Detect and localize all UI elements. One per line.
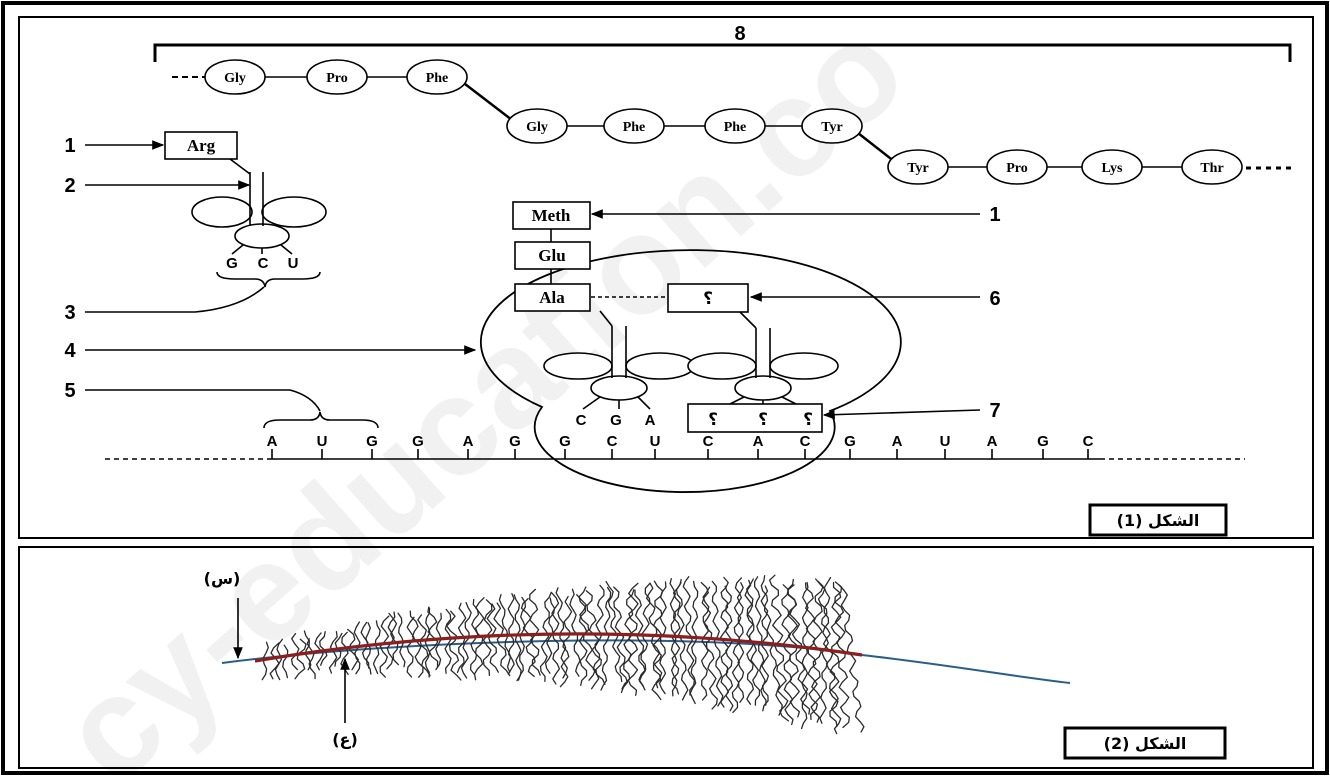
anticodon-base: G xyxy=(226,255,238,272)
mrna-base: C xyxy=(703,433,714,450)
anticodon-base: G xyxy=(610,412,622,429)
mrna-base: C xyxy=(607,433,618,450)
trna-loop xyxy=(262,197,326,227)
mrna-base: G xyxy=(844,433,856,450)
amino-acid-box-label: Glu xyxy=(538,246,565,265)
amino-acid-label: Phe xyxy=(426,71,449,86)
amino-acid-label: Pro xyxy=(1006,161,1028,176)
mrna-base: C xyxy=(1083,433,1094,450)
amino-acid-label: Lys xyxy=(1101,161,1123,176)
amino-acid-label: Gly xyxy=(224,71,246,86)
callout-number: 3 xyxy=(64,302,75,324)
callout-number: 1 xyxy=(989,204,1000,226)
unknown-anticodon-base: ؟ xyxy=(708,410,718,430)
callout-number: 4 xyxy=(64,340,76,362)
callout-number: 5 xyxy=(64,380,75,402)
trna-loop xyxy=(688,353,756,379)
trna-loop xyxy=(770,353,838,379)
amino-acid-box-label: Meth xyxy=(532,206,571,225)
amino-acid-label: Thr xyxy=(1200,161,1223,176)
trna-anticodon-loop xyxy=(735,376,791,400)
unknown-amino-acid-label: ؟ xyxy=(703,289,713,309)
mrna-base: U xyxy=(650,433,661,450)
callout-number: 1 xyxy=(64,135,75,157)
trna-anticodon-loop xyxy=(591,376,647,400)
figure2-caption: الشكل (2) xyxy=(1104,734,1187,753)
anticodon-base: U xyxy=(288,255,299,272)
mrna-base: G xyxy=(366,433,378,450)
mrna-base: G xyxy=(559,433,571,450)
amino-acid-label: Phe xyxy=(623,120,646,135)
anticodon-base: C xyxy=(576,412,587,429)
trna-anticodon-loop xyxy=(235,224,289,248)
trna-loop xyxy=(544,353,612,379)
mrna-base: U xyxy=(317,433,328,450)
anticodon-base: C xyxy=(258,255,269,272)
label-top: (س) xyxy=(204,569,241,588)
mrna-base: A xyxy=(987,433,998,450)
mrna-base: A xyxy=(753,433,764,450)
mrna-base: G xyxy=(509,433,521,450)
callout-number: 6 xyxy=(989,288,1000,310)
amino-acid-box-label: Arg xyxy=(187,136,216,155)
amino-acid-label: Phe xyxy=(724,120,747,135)
amino-acid-label: Tyr xyxy=(907,161,929,176)
trna-loop xyxy=(626,353,694,379)
mrna-base: G xyxy=(412,433,424,450)
anticodon-base: A xyxy=(645,412,656,429)
amino-acid-label: Tyr xyxy=(821,120,843,135)
amino-acid-box-label: Ala xyxy=(539,288,565,307)
mrna-base: A xyxy=(892,433,903,450)
label-bottom: (ع) xyxy=(332,730,358,749)
mrna-base: C xyxy=(800,433,811,450)
amino-acid-label: Gly xyxy=(526,120,548,135)
unknown-anticodon-base: ؟ xyxy=(803,410,813,430)
bracket-label: 8 xyxy=(734,23,745,45)
mrna-base: U xyxy=(940,433,951,450)
figure1-caption: الشكل (1) xyxy=(1117,511,1200,530)
unknown-anticodon-base: ؟ xyxy=(758,410,768,430)
trna-loop xyxy=(192,197,252,227)
mrna-base: G xyxy=(1037,433,1049,450)
callout-number: 2 xyxy=(64,175,75,197)
callout-number: 7 xyxy=(989,400,1000,422)
amino-acid-label: Pro xyxy=(326,71,348,86)
mrna-base: A xyxy=(463,433,474,450)
mrna-base: A xyxy=(267,433,278,450)
